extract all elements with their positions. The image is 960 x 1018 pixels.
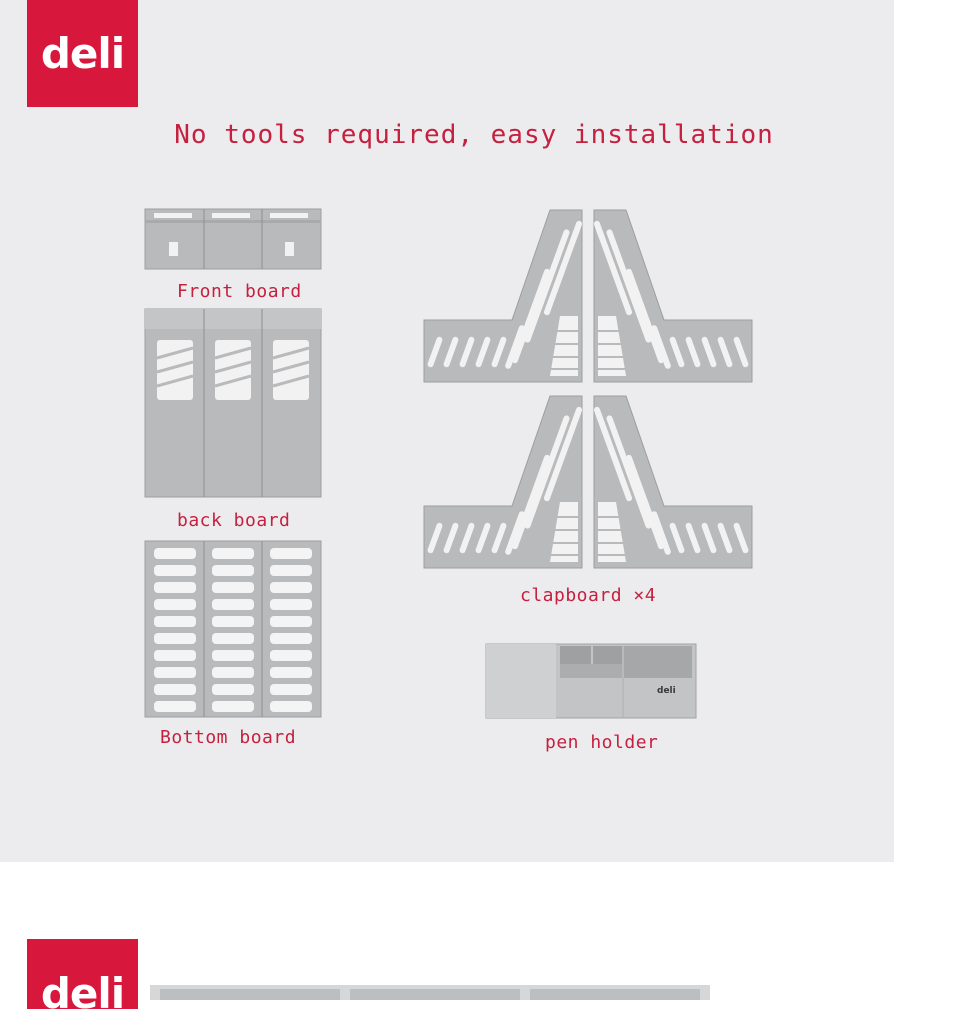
bottom-board-image — [144, 540, 322, 718]
deli-logo: deli — [27, 0, 138, 107]
pen-holder-label: pen holder — [545, 732, 659, 753]
pen-holder-image — [485, 643, 697, 719]
clapboard-label: clapboard ×4 — [520, 585, 657, 606]
front-board-image — [144, 208, 322, 270]
front-board-label: Front board — [177, 281, 302, 302]
back-board-image — [144, 308, 322, 498]
back-board-label: back board — [177, 510, 291, 531]
bottom-board-label: Bottom board — [160, 727, 297, 748]
product-panel: deli No tools required, easy installatio… — [0, 0, 894, 862]
deli-logo-secondary: deli — [27, 939, 138, 1018]
organizer-top-edge-image — [150, 985, 710, 1000]
headline: No tools required, easy installation — [174, 120, 774, 150]
clapboard-image — [423, 209, 753, 569]
pen-holder-brand-mark: deli — [657, 686, 676, 696]
